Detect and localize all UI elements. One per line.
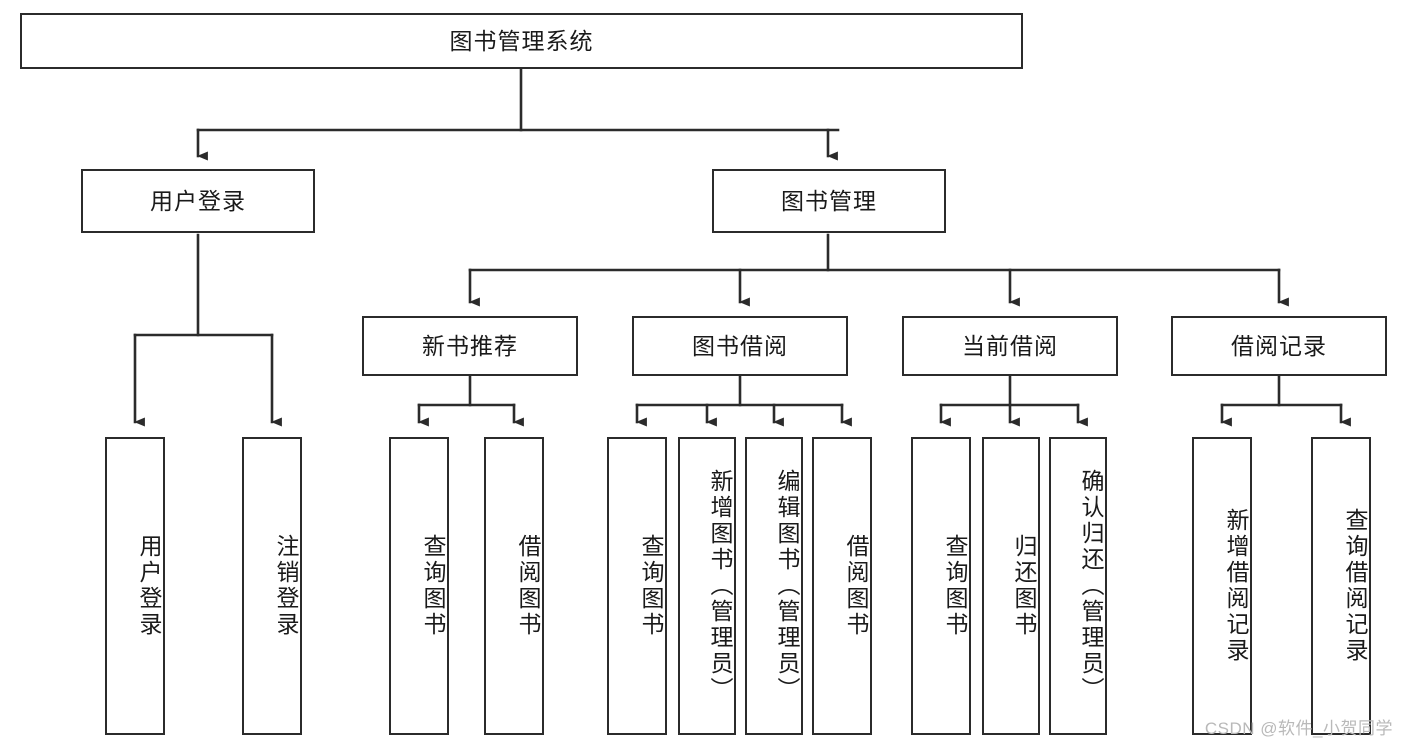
node-label: 借阅图书	[843, 534, 869, 638]
node-label: 借阅图书	[515, 534, 541, 638]
node-label: 新增图书（管理员）	[707, 469, 733, 703]
node-current-borrow[interactable]: 当前借阅	[902, 316, 1118, 376]
node-label: 借阅记录	[1231, 332, 1327, 359]
node-leaf-return-book[interactable]: 归还图书	[982, 437, 1040, 735]
node-new-book-recommend[interactable]: 新书推荐	[362, 316, 578, 376]
node-leaf-borrow-book-recommend[interactable]: 借阅图书	[484, 437, 544, 735]
node-book-management[interactable]: 图书管理	[712, 169, 946, 233]
node-label: 用户登录	[150, 187, 246, 214]
node-leaf-logout-login[interactable]: 注销登录	[242, 437, 302, 735]
node-leaf-edit-book[interactable]: 编辑图书（管理员）	[745, 437, 803, 735]
node-root-book-management-system[interactable]: 图书管理系统	[20, 13, 1023, 69]
node-label: 编辑图书（管理员）	[774, 469, 800, 703]
node-user-login[interactable]: 用户登录	[81, 169, 315, 233]
node-label: 用户登录	[136, 534, 162, 638]
node-leaf-add-book[interactable]: 新增图书（管理员）	[678, 437, 736, 735]
node-leaf-query-book-recommend[interactable]: 查询图书	[389, 437, 449, 735]
node-label: 注销登录	[273, 534, 299, 638]
node-label: 新书推荐	[422, 332, 518, 359]
node-leaf-query-borrow-record[interactable]: 查询借阅记录	[1311, 437, 1371, 735]
node-label: 查询借阅记录	[1342, 508, 1368, 664]
node-label: 查询图书	[942, 534, 968, 638]
node-leaf-user-login[interactable]: 用户登录	[105, 437, 165, 735]
csdn-watermark: CSDN @软件_小贺同学	[1204, 719, 1393, 738]
node-leaf-add-borrow-record[interactable]: 新增借阅记录	[1192, 437, 1252, 735]
node-label: 图书管理	[781, 187, 877, 214]
node-leaf-query-book-borrow[interactable]: 查询图书	[607, 437, 667, 735]
node-label: 查询图书	[420, 534, 446, 638]
node-borrow-record[interactable]: 借阅记录	[1171, 316, 1387, 376]
node-label: 图书管理系统	[449, 27, 594, 54]
node-leaf-query-book-current[interactable]: 查询图书	[911, 437, 971, 735]
node-label: 当前借阅	[962, 332, 1058, 359]
node-leaf-confirm-return[interactable]: 确认归还（管理员）	[1049, 437, 1107, 735]
node-label: 确认归还（管理员）	[1078, 469, 1104, 703]
node-label: 图书借阅	[692, 332, 788, 359]
node-label: 归还图书	[1011, 534, 1037, 638]
node-leaf-borrow-book[interactable]: 借阅图书	[812, 437, 872, 735]
node-label: 查询图书	[638, 534, 664, 638]
node-book-borrow[interactable]: 图书借阅	[632, 316, 848, 376]
node-label: 新增借阅记录	[1223, 508, 1249, 664]
